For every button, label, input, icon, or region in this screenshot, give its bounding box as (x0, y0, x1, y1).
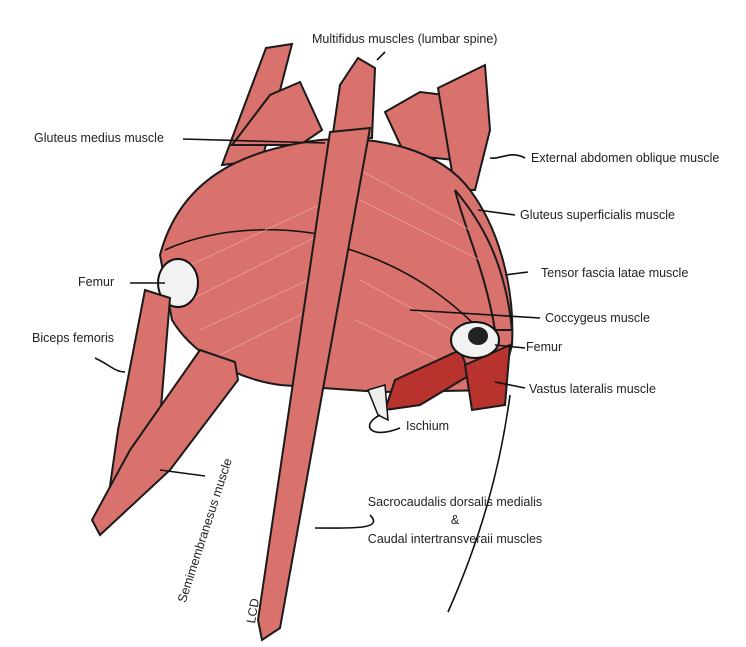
label-multifidus: Multifidus muscles (lumbar spine) (312, 32, 498, 46)
label-femur-left: Femur (78, 275, 115, 289)
label-gluteus-medius: Gluteus medius muscle (34, 131, 164, 145)
vastus-lateralis-muscle (463, 343, 512, 412)
label-sacrocaudalis-amp: & (450, 513, 460, 527)
lcd-muscle-strip (256, 126, 372, 642)
coccygeus-lower-muscle (383, 348, 472, 412)
femur-right-head (468, 327, 488, 345)
tail-outline (447, 394, 511, 613)
label-external-oblique: External abdomen oblique muscle (531, 151, 720, 165)
tensor-fascia-latae (454, 189, 514, 331)
label-ischium: Ischium (406, 419, 450, 433)
ischium-bone (366, 384, 389, 422)
leader-lines (94, 51, 541, 529)
label-femur-right: Femur (526, 340, 563, 354)
label-tensor-fascia: Tensor fascia latae muscle (541, 266, 689, 280)
label-biceps-femoris: Biceps femoris (32, 331, 114, 345)
semimembranosus-muscle (90, 348, 240, 537)
label-coccygeus: Coccygeus muscle (545, 311, 650, 325)
label-caudal-intertransversarii: Caudal intertransveraii muscles (367, 532, 543, 546)
label-gluteus-superficialis: Gluteus superficialis muscle (520, 208, 675, 222)
label-vastus-lateralis: Vastus lateralis muscle (529, 382, 656, 396)
label-sacrocaudalis-1: Sacrocaudalis dorsalis medialis (367, 495, 543, 509)
